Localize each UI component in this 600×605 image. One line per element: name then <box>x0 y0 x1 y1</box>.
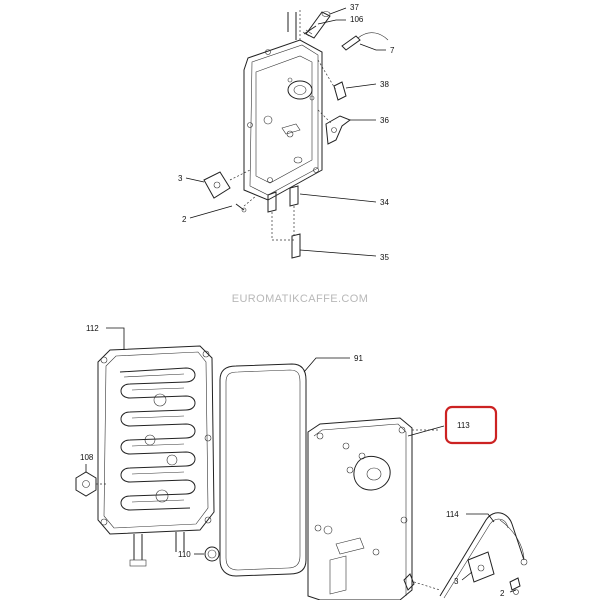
callout-3-lower: 3 <box>454 577 459 586</box>
callout-2-upper: 2 <box>182 215 187 224</box>
callout-113: 113 <box>457 421 470 430</box>
callout-108: 108 <box>80 453 94 462</box>
upper-boiler-assembly <box>203 10 389 259</box>
lower-leader-lines <box>85 327 517 593</box>
callout-34: 34 <box>380 198 389 207</box>
heating-element-assembly <box>75 345 528 601</box>
callout-106: 106 <box>350 15 364 24</box>
callout-36: 36 <box>380 116 389 125</box>
callout-110: 110 <box>178 550 191 559</box>
callout-91: 91 <box>354 354 363 363</box>
callout-37: 37 <box>350 3 359 12</box>
callout-112: 112 <box>86 324 99 333</box>
callout-114: 114 <box>446 510 459 519</box>
callout-35: 35 <box>380 253 389 262</box>
upper-leader-lines <box>185 7 386 257</box>
watermark-text: EUROMATIKCAFFE.COM <box>232 293 369 305</box>
callout-38: 38 <box>380 80 389 89</box>
callout-7: 7 <box>390 46 395 55</box>
callout-3-upper: 3 <box>178 174 183 183</box>
highlight-box-113 <box>444 405 498 445</box>
callout-2-lower: 2 <box>500 589 505 598</box>
